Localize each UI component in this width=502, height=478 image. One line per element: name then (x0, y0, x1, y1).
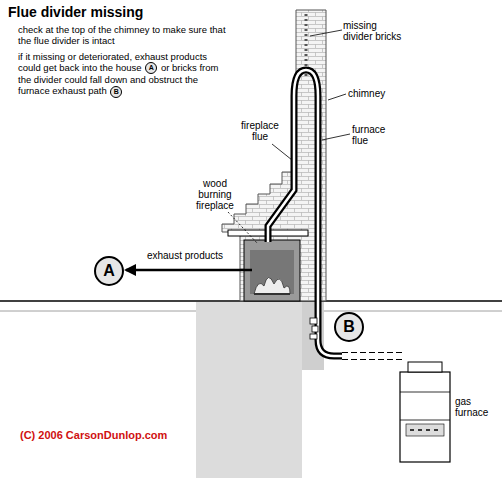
part-label: gas furnace (455, 396, 495, 418)
furnace-hood (408, 362, 442, 372)
flue-tube (268, 70, 342, 356)
callout-letter: B (343, 319, 355, 335)
leader-line (310, 30, 342, 36)
note-paragraph: if it missing or deteriorated, exhaust p… (18, 51, 230, 98)
fallen-brick (312, 326, 318, 332)
burner (406, 424, 444, 436)
leader-line (328, 94, 346, 100)
part-label: exhaust products (140, 250, 230, 261)
exhaust-arrow (126, 269, 252, 272)
floor-line (0, 311, 196, 312)
fire (254, 277, 290, 294)
part-label: chimney (348, 88, 385, 99)
note-block: check at the top of the chimney to make … (18, 24, 230, 98)
callout-letter: B (110, 86, 122, 98)
foundation-wall (196, 302, 302, 478)
flue-tube (268, 70, 342, 356)
callout-circle: A (94, 256, 124, 286)
vent-connector (342, 353, 402, 360)
part-label: furnace flue (352, 124, 398, 146)
part-label: wood burning fireplace (190, 178, 240, 211)
fireplace (244, 240, 300, 301)
firebox (250, 250, 294, 294)
callout-letter: A (103, 263, 115, 279)
leader-line (272, 144, 292, 160)
chimney (222, 10, 326, 301)
diagram-title: Flue divider missing (8, 4, 143, 20)
copyright: (C) 2006 CarsonDunlop.com (20, 430, 167, 441)
part-label: fireplace flue (232, 120, 288, 142)
callout-circle: B (334, 312, 364, 342)
callout-letter: A (145, 62, 157, 74)
furnace (400, 372, 450, 462)
leader-line (322, 134, 350, 140)
leader-line (228, 212, 258, 244)
fallen-brick (310, 318, 317, 324)
fallen-brick (310, 334, 317, 339)
note-text: check at the top of the chimney to make … (18, 24, 230, 46)
part-label: missing divider bricks (343, 20, 407, 42)
arrowhead (124, 264, 136, 276)
logs (254, 293, 290, 295)
